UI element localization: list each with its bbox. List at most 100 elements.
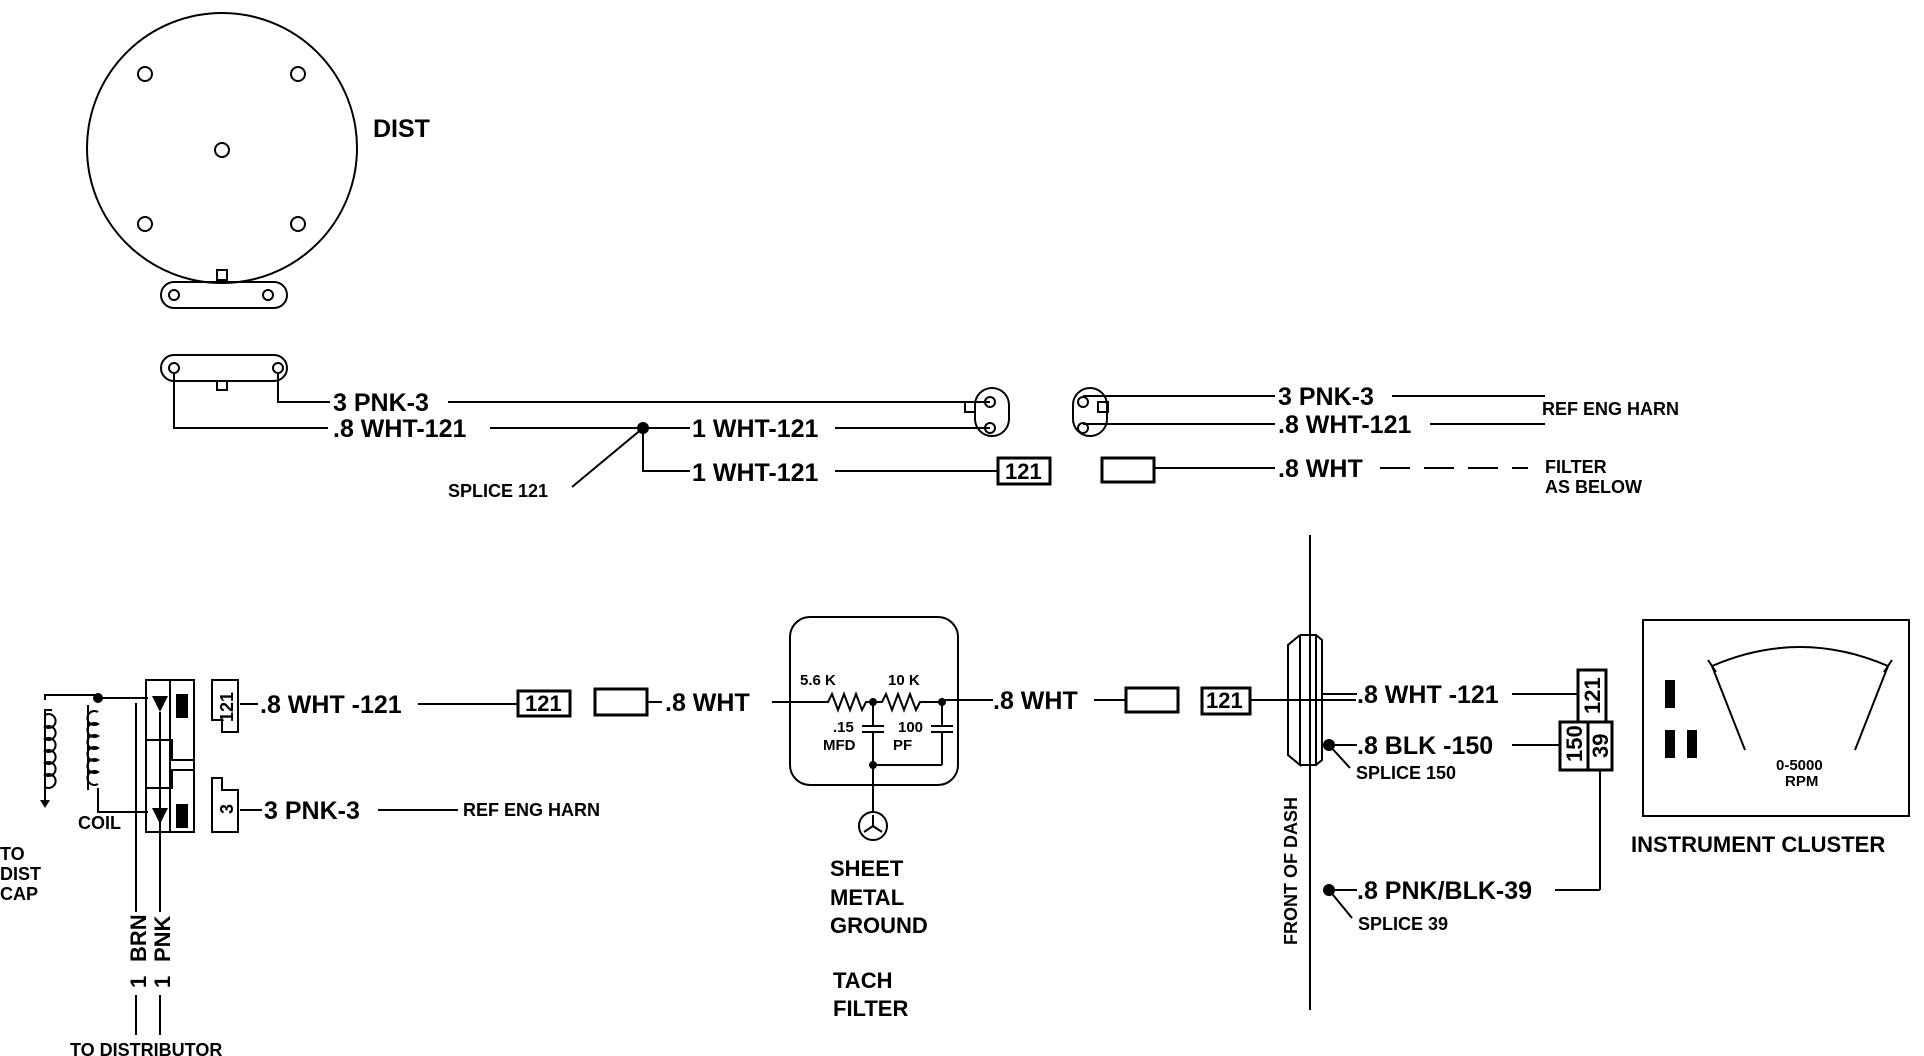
- harness-tab: [216, 380, 228, 391]
- to-distributor-label: TO DISTRIBUTOR: [70, 1040, 222, 1056]
- connector-121-box-label: 121: [525, 691, 562, 716]
- tach-gauge-tick: [1707, 659, 1717, 673]
- connector-121: [996, 456, 1052, 486]
- capacitor-100pf-value: 100: [898, 719, 923, 736]
- cluster-terminal: [1665, 730, 1675, 758]
- resistor-5-6k: [818, 691, 873, 713]
- connector-filter-out: [1124, 686, 1180, 714]
- resistor-10k-label: 10 K: [888, 672, 920, 689]
- wire-label-pnkblk: .8 PNK/BLK-39: [1357, 877, 1532, 905]
- ground-icon: [872, 825, 883, 833]
- tach-gauge-tick: [1883, 659, 1893, 673]
- wire-wht-121-branch: [642, 428, 690, 472]
- distributor-tab: [216, 269, 228, 281]
- connector-right-tab: [1097, 401, 1109, 413]
- dash-section: 121 FRONT OF DASH .8 WHT -121 .8 BLK -15…: [1200, 535, 1614, 1010]
- distributor-hole: [137, 216, 153, 232]
- terminal-hole: [168, 362, 180, 374]
- coil-lead: [97, 697, 148, 813]
- wire-label-wht-branch: 1 WHT-121: [692, 415, 819, 443]
- terminal-hole: [168, 289, 180, 301]
- splice-150-label: SPLICE 150: [1356, 763, 1456, 783]
- coil-ground-arrow: [40, 800, 50, 808]
- capacitor-100pf-unit: PF: [893, 737, 912, 754]
- ground-label-3: GROUND: [830, 913, 928, 938]
- wire-label-wht-in: .8 WHT: [665, 689, 750, 717]
- ref-eng-harn-label: REF ENG HARN: [1542, 399, 1679, 419]
- tach-filter: .8 WHT 5.6 K 10 K .15 MFD 100 PF SHEET: [593, 616, 1180, 1021]
- tach-gauge-dial: [1711, 646, 1889, 667]
- ground-label-2: METAL: [830, 885, 904, 910]
- wire-label-wht-branch2: 1 WHT-121: [692, 459, 819, 487]
- distributor-hole: [290, 216, 306, 232]
- brn-label: BRN: [126, 914, 151, 962]
- coil-terminal-pad: [176, 804, 188, 828]
- wire-label-wht-right: .8 WHT-121: [1278, 411, 1411, 439]
- coil-secondary: [86, 710, 100, 786]
- coil-lead: [44, 694, 98, 700]
- coil-section: COIL TO DIST CAP BRN PNK 1 1 TO DISTRIBU…: [0, 679, 600, 1056]
- connector-121-pin-label: 121: [217, 692, 237, 722]
- wire-label-wht: .8 WHT -121: [260, 691, 402, 719]
- instrument-cluster: 0-5000 RPM INSTRUMENT CLUSTER: [1631, 619, 1910, 857]
- capacitor-15mfd-value: .15: [833, 719, 854, 736]
- connector-filter-in: [593, 687, 649, 717]
- distributor-hole: [290, 66, 306, 82]
- front-of-dash-label: FRONT OF DASH: [1281, 797, 1301, 945]
- connector-121-box: [516, 689, 572, 718]
- connector-121-housing: [211, 679, 239, 733]
- coil-label: COIL: [78, 813, 121, 833]
- ref-eng-harn-label: REF ENG HARN: [463, 800, 600, 820]
- splice-39-leader: [1328, 889, 1353, 919]
- connector-left-tab: [964, 401, 976, 413]
- wire-label-wht-dash: .8 WHT -121: [1357, 681, 1499, 709]
- wire-label-pnk: 3 PNK-3: [264, 797, 360, 825]
- tach-gauge-dial: [1854, 665, 1889, 751]
- distributor-hole: [137, 66, 153, 82]
- wire-label-wht-filter: .8 WHT: [1278, 455, 1363, 483]
- filter-label-2: AS BELOW: [1545, 477, 1642, 497]
- splice-39-label: SPLICE 39: [1358, 914, 1448, 934]
- distributor-housing: [86, 12, 358, 284]
- wire-label-pnk-right: 3 PNK-3: [1278, 383, 1374, 411]
- filter-label: FILTER: [1545, 457, 1607, 477]
- to-dist-cap-label: TO: [0, 844, 25, 864]
- instrument-cluster-housing: [1642, 619, 1910, 817]
- cluster-pin-39: [1586, 720, 1614, 772]
- connector-filter: [1100, 456, 1156, 484]
- tach-gauge-unit: RPM: [1785, 773, 1818, 790]
- terminal-hole: [272, 362, 284, 374]
- to-dist-cap-label: CAP: [0, 884, 38, 904]
- coil-terminal-marker: [152, 696, 168, 712]
- splice-150-leader: [1328, 744, 1351, 769]
- cluster-pin-39-label: 39: [1588, 734, 1613, 758]
- wire-label-pnk: 3 PNK-3: [333, 389, 429, 417]
- instrument-cluster-label: INSTRUMENT CLUSTER: [1631, 832, 1885, 857]
- cluster-terminal: [1687, 730, 1697, 758]
- capacitor-15mfd-unit: MFD: [823, 737, 856, 754]
- connector-121-label: 121: [1005, 459, 1042, 484]
- upper-harness: 3 PNK-3 .8 WHT-121 1 WHT-121 SPLICE 121 …: [160, 354, 1679, 501]
- resistor-5-6k-label: 5.6 K: [800, 672, 836, 689]
- tach-filter-title-2: FILTER: [833, 996, 908, 1021]
- distributor-label: DIST: [373, 115, 430, 143]
- tach-gauge-dial: [1711, 665, 1746, 751]
- coil-primary: [43, 709, 57, 789]
- brn-gauge-label: 1: [126, 976, 151, 988]
- splice-121-leader: [571, 427, 644, 488]
- connector-121-dash-label: 121: [1206, 688, 1243, 713]
- splice-121-label: SPLICE 121: [448, 481, 548, 501]
- wire-label-blk: .8 BLK -150: [1357, 732, 1493, 760]
- coil-terminal-pad: [176, 694, 188, 718]
- tach-gauge-range: 0-5000: [1776, 757, 1823, 774]
- connector-3-housing: [211, 777, 239, 833]
- pnk-label: PNK: [150, 915, 175, 962]
- wire-label-wht: .8 WHT-121: [333, 415, 466, 443]
- terminal-hole: [262, 289, 274, 301]
- cluster-pin-121-label: 121: [1580, 677, 1605, 714]
- cluster-pin-150-label: 150: [1562, 725, 1587, 762]
- ground-icon: [858, 811, 888, 841]
- connector-3-pin-label: 3: [217, 804, 237, 814]
- tach-filter-title: TACH: [833, 968, 892, 993]
